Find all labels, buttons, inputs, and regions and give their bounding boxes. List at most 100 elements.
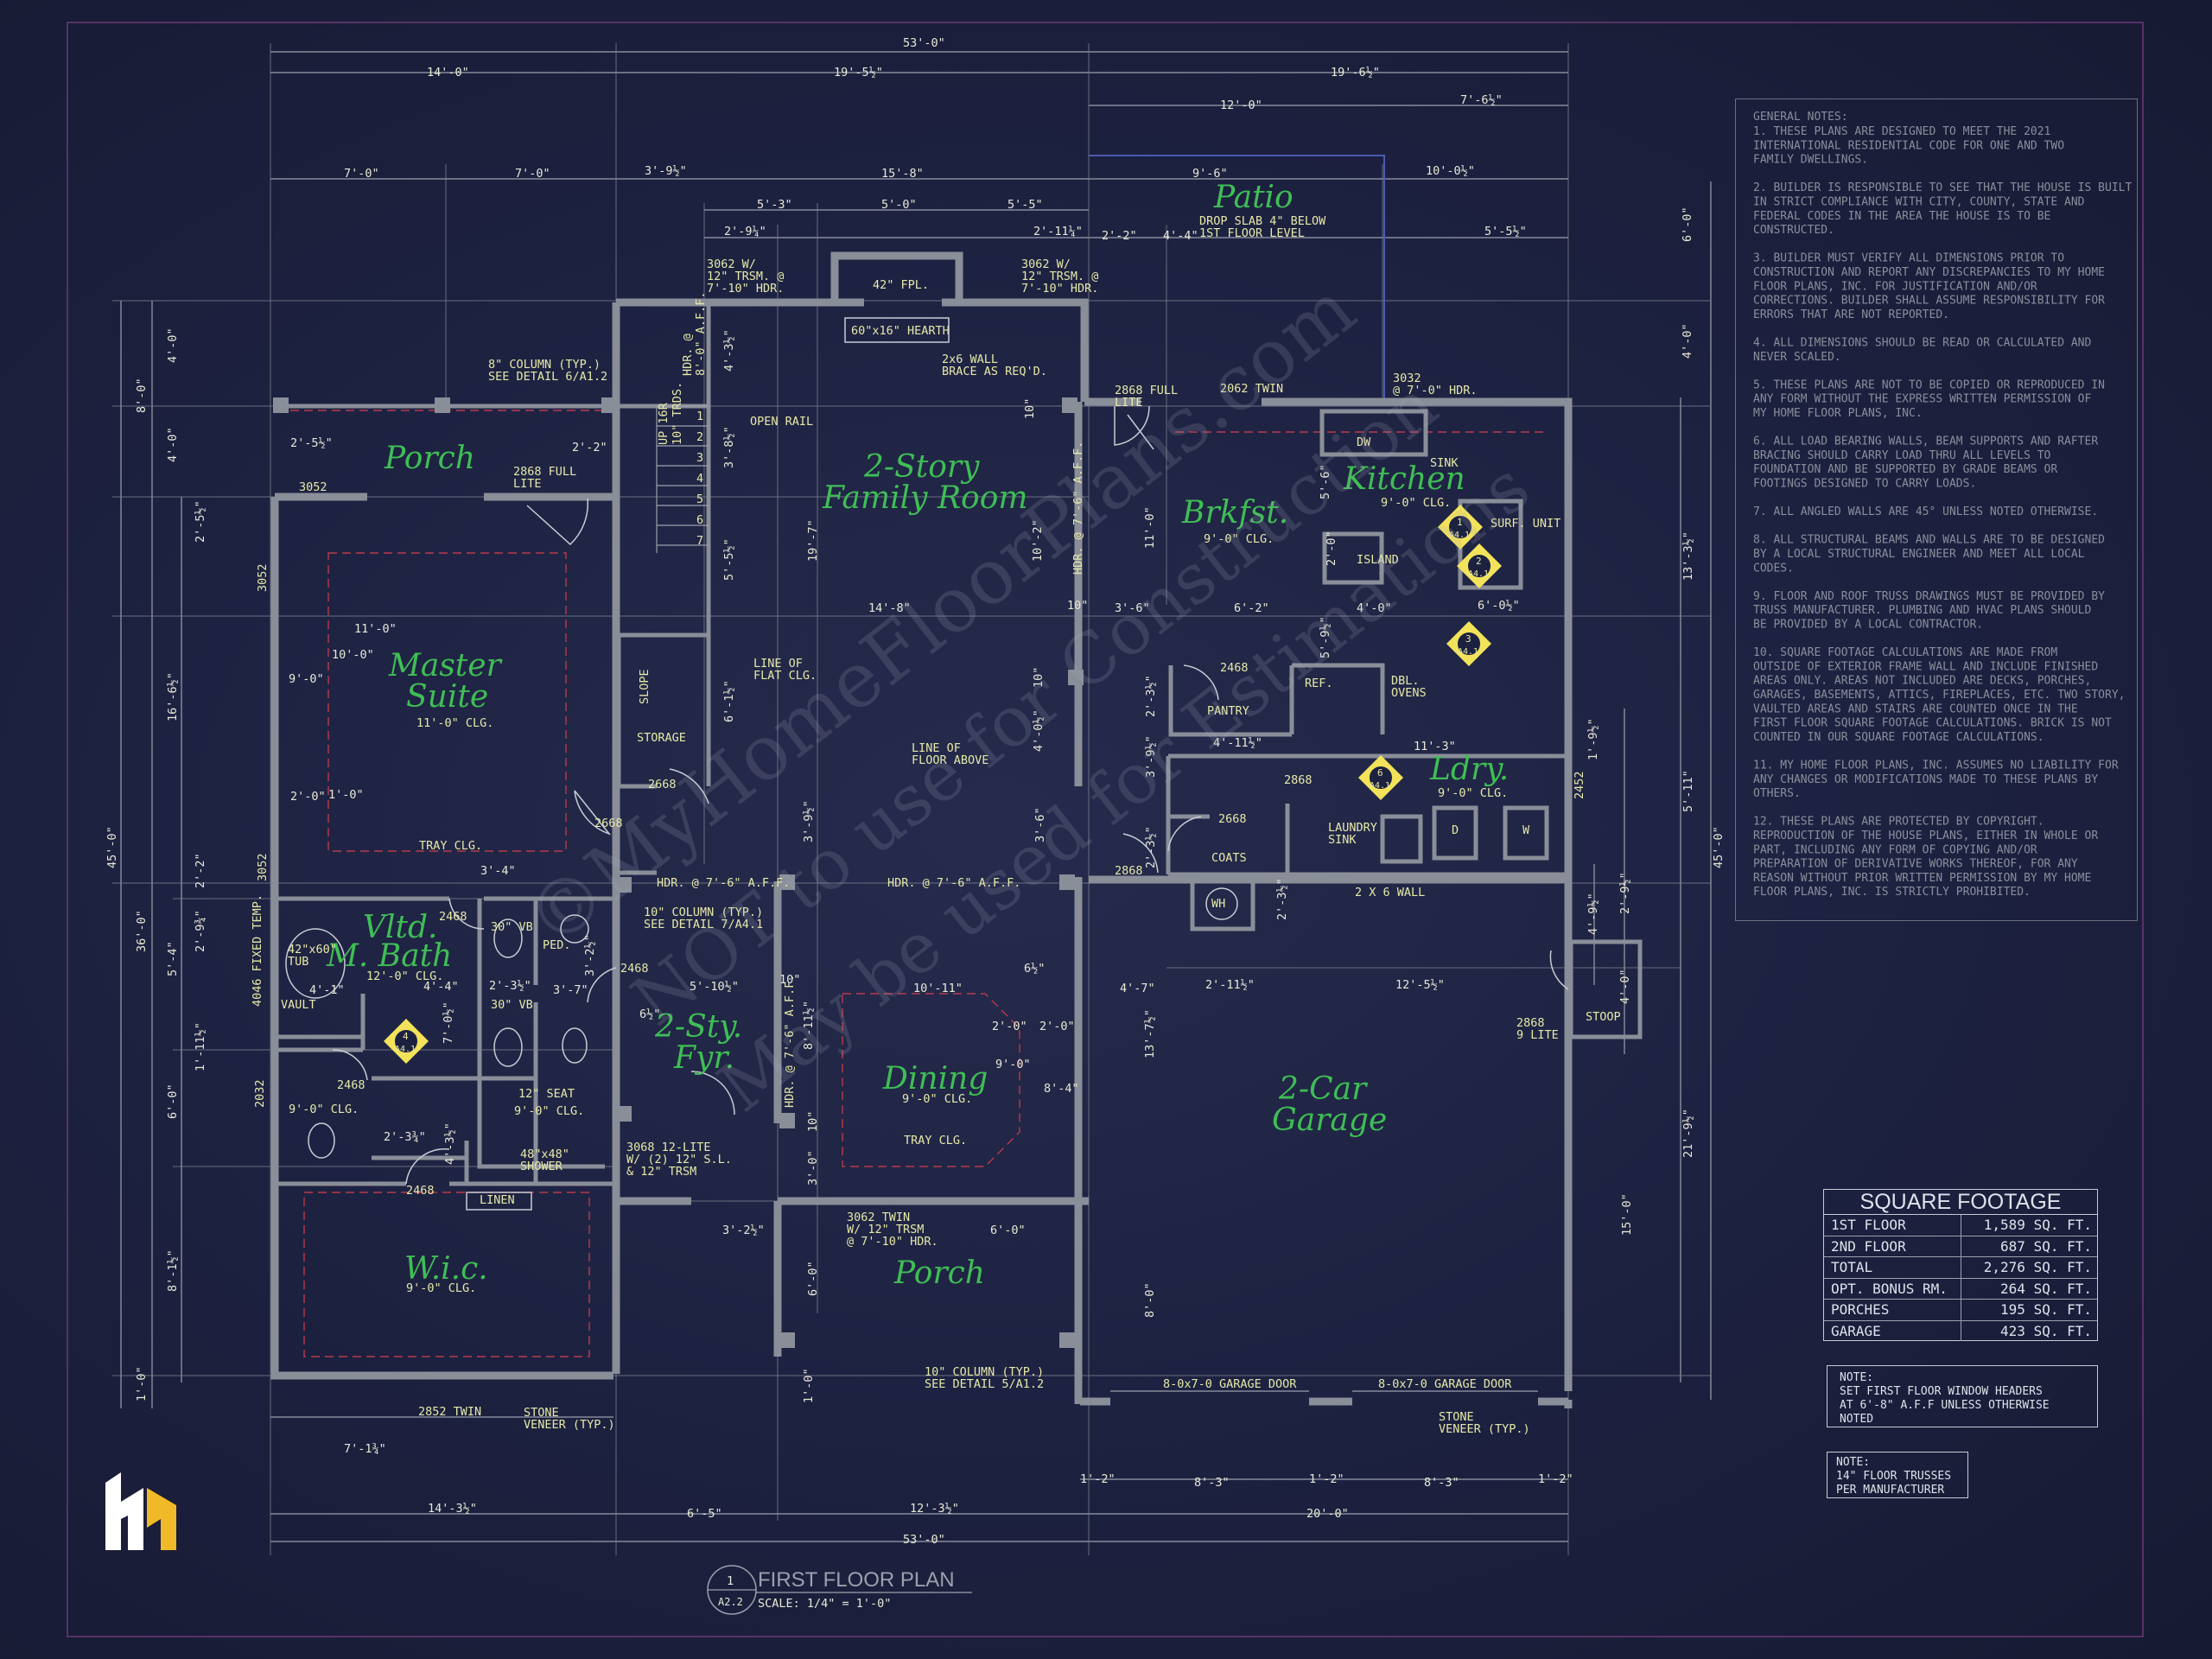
general-note-line: 6. ALL LOAD BEARING WALLS, BEAM SUPPORTS…: [1753, 435, 2098, 448]
svg-text:7'-6½": 7'-6½": [1460, 93, 1503, 107]
general-note-line: 10. SQUARE FOOTAGE CALCULATIONS ARE MADE…: [1753, 646, 2057, 659]
svg-text:36'-0": 36'-0": [135, 910, 149, 952]
general-notes-panel: GENERAL NOTES: 1. THESE PLANS ARE DESIGN…: [1735, 99, 2138, 921]
general-note-line: CONSTRUCTION AND REPORT ANY DISCREPANCIE…: [1753, 266, 2105, 279]
svg-text:7'-10" HDR.: 7'-10" HDR.: [707, 282, 784, 296]
svg-text:3'-2½": 3'-2½": [583, 934, 597, 976]
section-marker-3: 3 A4.1: [1446, 621, 1491, 666]
svg-text:WH: WH: [1211, 897, 1225, 911]
svg-text:12" TRSM. @: 12" TRSM. @: [1021, 270, 1098, 283]
general-note-line: FEDERAL CODES IN THE AREA THE HOUSE IS T…: [1753, 210, 2050, 223]
sheet-scale: SCALE: 1/4" = 1'-0": [758, 1597, 891, 1611]
svg-text:6'-0½": 6'-0½": [1478, 599, 1520, 613]
svg-text:NOT to use for Construction: NOT to use for Construction: [617, 365, 1452, 1041]
general-note-line: 8. ALL STRUCTURAL BEAMS AND WALLS ARE TO…: [1753, 534, 2105, 547]
general-note-line: FIRST FLOOR SQUARE FOOTAGE CALCULATIONS.…: [1753, 717, 2112, 730]
svg-text:4'-0": 4'-0": [1681, 323, 1694, 359]
svg-text:3'-9½": 3'-9½": [645, 164, 687, 178]
svg-text:PED.: PED.: [543, 938, 571, 952]
svg-text:3'-6": 3'-6": [1033, 807, 1047, 842]
svg-text:10'-11": 10'-11": [913, 982, 963, 995]
svg-text:8'-0": 8'-0": [1143, 1282, 1157, 1318]
svg-text:3068 12-LITE: 3068 12-LITE: [626, 1141, 711, 1154]
svg-text:15'-8": 15'-8": [881, 167, 924, 181]
general-note-line: CONSTRUCTED.: [1753, 224, 1834, 237]
svg-text:5'-0": 5'-0": [881, 198, 917, 212]
svg-text:19'-7": 19'-7": [806, 519, 820, 562]
table-row: OPT. BONUS RM.264 SQ. FT.: [1824, 1278, 2097, 1300]
svg-text:OPEN RAIL: OPEN RAIL: [750, 415, 813, 429]
svg-text:12'-5½": 12'-5½": [1395, 978, 1445, 992]
general-note-line: 12. THESE PLANS ARE PROTECTED BY COPYRIG…: [1753, 816, 2044, 829]
room-foyer-l2: Fyr.: [673, 1040, 734, 1076]
svg-text:2: 2: [1476, 556, 1482, 567]
svg-text:2868: 2868: [1284, 773, 1313, 787]
svg-text:5'-6": 5'-6": [1319, 464, 1332, 499]
svg-text:SLOPE: SLOPE: [638, 669, 652, 704]
svg-text:4'-7": 4'-7": [1120, 982, 1155, 995]
svg-text:10" COLUMN (TYP.): 10" COLUMN (TYP.): [925, 1365, 1044, 1379]
svg-text:4'-1": 4'-1": [309, 983, 345, 997]
svg-text:9'-0" CLG.: 9'-0" CLG.: [902, 1092, 972, 1106]
truss-note-box: NOTE: 14" FLOOR TRUSSES PER MANUFACTURER: [1827, 1452, 1968, 1498]
svg-text:FLOOR ABOVE: FLOOR ABOVE: [912, 753, 988, 767]
svg-text:W/ (2) 12" S.L.: W/ (2) 12" S.L.: [626, 1153, 732, 1166]
svg-text:11'-0" CLG.: 11'-0" CLG.: [416, 716, 493, 730]
svg-text:5'-10½": 5'-10½": [690, 980, 739, 994]
svg-text:LINEN: LINEN: [480, 1193, 515, 1207]
svg-text:FLAT CLG.: FLAT CLG.: [753, 669, 817, 683]
svg-text:2668: 2668: [594, 817, 623, 830]
svg-text:42" FPL.: 42" FPL.: [873, 278, 929, 292]
svg-text:A4.1: A4.1: [1458, 647, 1478, 657]
svg-text:12" TRSM. @: 12" TRSM. @: [707, 270, 784, 283]
section-marker-2: 2 A4.1: [1457, 543, 1502, 588]
general-note-line: PART, INCLUDING ANY FORM OF COPYING AND/…: [1753, 843, 2037, 856]
svg-text:1ST FLOOR LEVEL: 1ST FLOOR LEVEL: [1199, 226, 1305, 240]
svg-text:& 12" TRSM: & 12" TRSM: [626, 1165, 696, 1179]
sheet-border: [67, 22, 2144, 1637]
svg-text:2468: 2468: [406, 1184, 435, 1198]
svg-text:LINE OF: LINE OF: [912, 741, 961, 755]
svg-text:9'-0": 9'-0": [995, 1058, 1031, 1071]
svg-text:6½": 6½": [639, 1007, 660, 1021]
svg-text:3062 TWIN: 3062 TWIN: [847, 1211, 910, 1224]
svg-text:HDR. @ 7'-6" A.F.F.: HDR. @ 7'-6" A.F.F.: [657, 876, 790, 890]
svg-text:3032: 3032: [1393, 372, 1421, 385]
svg-text:6'-5": 6'-5": [687, 1507, 722, 1521]
room-garage-l2: Garage: [1272, 1103, 1387, 1138]
svg-text:REF.: REF.: [1305, 677, 1333, 690]
svg-text:11'-0": 11'-0": [354, 622, 397, 636]
svg-text:8'-11½": 8'-11½": [802, 1001, 816, 1050]
svg-text:8'-0": 8'-0": [135, 378, 149, 413]
svg-text:2'-0": 2'-0": [290, 790, 326, 804]
general-note-line: FOUNDATION AND BE SUPPORTED BY GRADE BEA…: [1753, 463, 2057, 476]
svg-text:1'-2": 1'-2": [1538, 1472, 1573, 1486]
svg-text:9'-0" CLG.: 9'-0" CLG.: [406, 1281, 476, 1295]
square-footage-title: SQUARE FOOTAGE: [1824, 1190, 2097, 1215]
svg-text:6'-1½": 6'-1½": [722, 680, 736, 722]
svg-text:10'-0½": 10'-0½": [1426, 164, 1475, 178]
svg-text:6½": 6½": [1024, 962, 1045, 976]
svg-text:2'-2": 2'-2": [194, 853, 207, 888]
svg-text:STONE: STONE: [1439, 1410, 1474, 1424]
svg-text:11'-0": 11'-0": [1143, 506, 1157, 549]
svg-text:2'-0": 2'-0": [1325, 531, 1338, 566]
general-note-line: OUTSIDE OF EXTERIOR FRAME WALL AND INCLU…: [1753, 660, 2098, 673]
svg-text:1: 1: [1457, 517, 1463, 528]
svg-text:10": 10": [806, 1111, 820, 1132]
svg-text:1'-2": 1'-2": [1080, 1472, 1116, 1486]
general-note-line: OTHERS.: [1753, 787, 1801, 800]
room-ldry: Ldry.: [1429, 752, 1509, 787]
svg-text:2468: 2468: [439, 910, 467, 924]
svg-text:STOOP: STOOP: [1586, 1010, 1621, 1024]
svg-text:4'-3½": 4'-3½": [722, 329, 736, 372]
svg-text:HDR. @ 7'-6" A.F.F.: HDR. @ 7'-6" A.F.F.: [887, 876, 1020, 890]
svg-text:1: 1: [696, 410, 703, 423]
annotations: DROP SLAB 4" BELOW 1ST FLOOR LEVEL 42" F…: [251, 214, 1621, 1436]
general-note-line: 11. MY HOME FLOOR PLANS, INC. ASSUMES NO…: [1753, 760, 2119, 772]
sheet-title-text: FIRST FLOOR PLAN: [758, 1568, 955, 1592]
